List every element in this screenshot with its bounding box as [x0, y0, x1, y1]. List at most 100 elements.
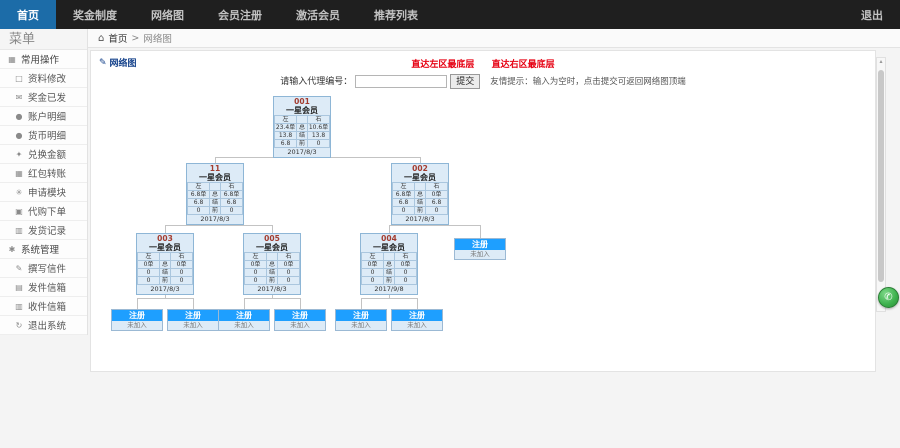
document-icon: □ — [15, 73, 23, 83]
inbox-icon: ▥ — [15, 301, 23, 311]
node-id: 11 — [209, 164, 221, 173]
sidebar-item-apply-module[interactable]: ✳ 申请模块 — [0, 183, 87, 202]
agent-search-form: 请输入代理编号：提交 友情提示：输入为空时，点击提交可返回网络图顶端 — [91, 74, 875, 89]
register-button[interactable]: 注册 — [275, 310, 325, 321]
envelope-icon: ✉ — [15, 92, 23, 102]
gear-icon: ✳ — [15, 187, 23, 197]
node-date: 2017/8/3 — [287, 148, 317, 156]
sidebar-item-purchase-order[interactable]: ▣ 代购下单 — [0, 202, 87, 221]
empty-slot: 注册 未加入 — [111, 309, 163, 331]
tree-connector — [300, 298, 301, 309]
sidebar-item-profile-edit[interactable]: □ 资料修改 — [0, 69, 87, 88]
agent-code-input[interactable] — [355, 75, 448, 88]
nav-item-bonus-system[interactable]: 奖金制度 — [73, 8, 117, 22]
panel-title: ✎ 网络图 — [99, 57, 137, 70]
goto-left-bottom-link[interactable]: 直达左区最底层 — [411, 60, 475, 70]
vertical-scrollbar[interactable]: ▴ — [876, 57, 886, 312]
empty-slot: 注册 未加入 — [391, 309, 443, 331]
not-joined-label: 未加入 — [127, 321, 147, 329]
sidebar-item-redpacket-transfer[interactable]: ▦ 红包转账 — [0, 164, 87, 183]
nav-item-network-chart[interactable]: 网络图 — [151, 8, 184, 22]
sidebar-item-write-letter[interactable]: ✎ 撰写信件 — [0, 259, 87, 278]
goto-right-bottom-link[interactable]: 直达右区最底层 — [491, 60, 555, 70]
outbox-icon: ▤ — [15, 282, 23, 292]
register-button[interactable]: 注册 — [392, 310, 442, 321]
network-chart-panel: ✎ 网络图 直达左区最底层 直达右区最底层 请输入代理编号：提交 友情提示：输入… — [90, 50, 876, 372]
scroll-up-arrow-icon[interactable]: ▴ — [879, 58, 883, 65]
sidebar-item-label: 兑换金额 — [28, 150, 67, 161]
tree-connector — [137, 298, 193, 299]
sidebar-item-account-detail[interactable]: ● 账户明细 — [0, 107, 87, 126]
sidebar-item-label: 发件信箱 — [28, 283, 67, 294]
node-level: 一星会员 — [404, 173, 436, 182]
register-button[interactable]: 注册 — [336, 310, 386, 321]
nav-spacer — [435, 0, 844, 29]
register-button[interactable]: 注册 — [219, 310, 269, 321]
not-joined-label: 未加入 — [290, 321, 310, 329]
register-button[interactable]: 注册 — [455, 239, 505, 250]
tree-connector — [361, 298, 362, 309]
nav-item-activate-member[interactable]: 激活会员 — [296, 8, 340, 22]
nav-item-member-register[interactable]: 会员注册 — [218, 8, 262, 22]
sidebar-item-label: 申请模块 — [28, 188, 67, 199]
sidebar-item-label: 账户明细 — [28, 112, 67, 123]
gear-icon: ✱ — [8, 244, 16, 254]
sidebar-item-outbox[interactable]: ▤ 发件信箱 — [0, 278, 87, 297]
node-level: 一星会员 — [373, 243, 405, 252]
sidebar-item-label: 系统管理 — [21, 245, 60, 256]
breadcrumb-current: 网络图 — [143, 34, 172, 45]
nav-item-referral-list[interactable]: 推荐列表 — [374, 8, 418, 22]
node-date: 2017/8/3 — [405, 215, 435, 223]
sidebar-item-exchange-amount[interactable]: ✦ 兑换金额 — [0, 145, 87, 164]
empty-slot: 注册 未加入 — [218, 309, 270, 331]
not-joined-label: 未加入 — [351, 321, 371, 329]
node-date: 2017/8/3 — [150, 285, 180, 293]
sidebar-item-currency-detail[interactable]: ● 货币明细 — [0, 126, 87, 145]
scrollbar-thumb[interactable] — [878, 70, 884, 282]
node-level: 一星会员 — [256, 243, 288, 252]
tree-connector — [193, 298, 194, 309]
customer-service-float-button[interactable]: ✆ — [878, 287, 899, 308]
tree-connector — [137, 298, 138, 309]
sidebar-item-label: 红包转账 — [28, 169, 67, 180]
breadcrumb-separator: > — [131, 32, 140, 44]
search-hint: 友情提示：输入为空时，点击提交可返回网络图顶端 — [490, 77, 686, 87]
tree-connector — [389, 225, 480, 226]
register-button[interactable]: 注册 — [168, 310, 218, 321]
box-icon: ▣ — [15, 206, 23, 216]
tree-connector — [165, 225, 272, 226]
tree-connector — [417, 298, 418, 309]
sidebar-item-bonus-paid[interactable]: ✉ 奖金已发 — [0, 88, 87, 107]
breadcrumb-home-link[interactable]: 首页 — [108, 34, 128, 45]
sidebar-item-common-operations[interactable]: ▦ 常用操作 — [0, 50, 87, 69]
nav-item-home[interactable]: 首页 — [0, 0, 56, 29]
logout-button[interactable]: 退出 — [861, 8, 883, 22]
tree-connector — [480, 225, 481, 238]
tree-connector — [215, 157, 216, 165]
coin-icon: ● — [15, 111, 23, 121]
sidebar-item-label: 常用操作 — [21, 55, 60, 66]
register-button[interactable]: 注册 — [112, 310, 162, 321]
sidebar-item-label: 撰写信件 — [28, 264, 67, 275]
sidebar-item-exit-system[interactable]: ↻ 退出系统 — [0, 316, 87, 335]
tree-connector — [420, 157, 421, 165]
submit-button[interactable]: 提交 — [450, 74, 481, 89]
sidebar-item-inbox[interactable]: ▥ 收件信箱 — [0, 297, 87, 316]
breadcrumb: ⌂ 首页 > 网络图 — [88, 29, 900, 48]
sidebar-item-shipping-record[interactable]: ▥ 发货记录 — [0, 221, 87, 240]
sidebar-item-system-management[interactable]: ✱ 系统管理 — [0, 240, 87, 259]
sidebar: 菜单 ▦ 常用操作 □ 资料修改 ✉ 奖金已发 ● 账户明细 ● 货币明细 ✦ … — [0, 29, 88, 448]
sidebar-item-label: 发货记录 — [28, 226, 67, 237]
sidebar-title: 菜单 — [0, 29, 87, 50]
